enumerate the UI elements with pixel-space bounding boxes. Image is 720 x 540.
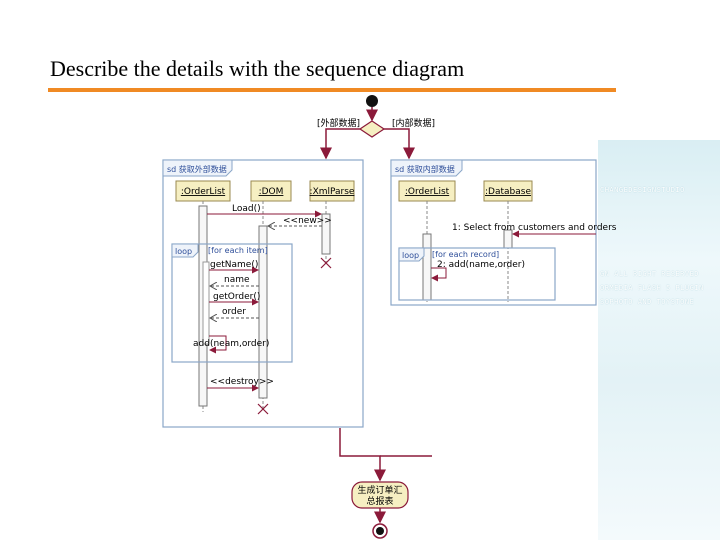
decision-node [358, 120, 386, 138]
background-text: ORMEDIA FLASH 5 PLUGIN [600, 284, 704, 292]
lifeline-label: :XmlParse [310, 187, 355, 197]
action-label: 总报表 [366, 495, 393, 507]
activation-bar [202, 261, 210, 345]
message-label: <<destroy>> [210, 377, 274, 387]
guard-internal: [内部数据] [392, 117, 435, 129]
background-text: SOPHOTO AND TOYSTONE [600, 298, 695, 306]
loop-guard: [for each item] [208, 246, 268, 255]
message-label: 1: Select from customers and orders [452, 223, 617, 233]
loop-fragment-internal [398, 247, 556, 301]
destroy-marker [320, 257, 332, 269]
activation-bar [258, 225, 268, 399]
final-node-core [376, 527, 384, 535]
background-decoration [598, 140, 720, 540]
lifeline-label: :Database [485, 187, 531, 197]
message-label: <<new>> [283, 216, 332, 226]
frame-title-tab [390, 159, 463, 177]
background-text: GN ALL RIGHT RESERVED [600, 270, 700, 278]
message-label: 2: add(name,order) [437, 260, 525, 270]
message-label: name [224, 275, 250, 285]
message-label: getName() [210, 260, 258, 270]
frame-title: sd 获取内部数据 [395, 164, 455, 174]
loop-fragment [171, 243, 293, 363]
background-text: CHANGEDESIGNSTUDIO [600, 186, 685, 194]
flow-edge-merge-left [339, 428, 386, 482]
flow-edge-right [384, 128, 415, 160]
lifeline-label: :DOM [259, 187, 284, 197]
loop-label: loop [402, 251, 419, 260]
loop-tab [398, 247, 425, 262]
destroy-marker [257, 403, 269, 415]
action-label: 生成订单汇 [357, 484, 402, 496]
message-label: getOrder() [213, 292, 260, 302]
lifeline-label: :OrderList [181, 187, 226, 197]
lifeline-xmlparse [309, 180, 355, 202]
slide-title: Describe the details with the sequence d… [50, 56, 465, 81]
lifeline-label: :OrderList [405, 187, 450, 197]
message-label: add(neam,order) [193, 339, 269, 349]
loop-label: loop [175, 247, 192, 256]
title-underline [48, 88, 616, 92]
message-add-self [209, 335, 227, 354]
frame-title: sd 获取外部数据 [167, 164, 227, 174]
message-add-internal [431, 267, 447, 282]
activation-bar [422, 233, 432, 301]
flow-edge-left [320, 128, 360, 160]
lifeline-dom [250, 180, 292, 202]
frame-title-tab [162, 159, 233, 177]
message-label: Load() [232, 204, 261, 214]
message-label: order [222, 307, 246, 317]
loop-tab [171, 243, 199, 258]
loop-guard: [for each record] [432, 250, 499, 259]
activation-bar [321, 213, 331, 255]
initial-node [366, 95, 378, 107]
guard-external: [外部数据] [317, 117, 360, 129]
